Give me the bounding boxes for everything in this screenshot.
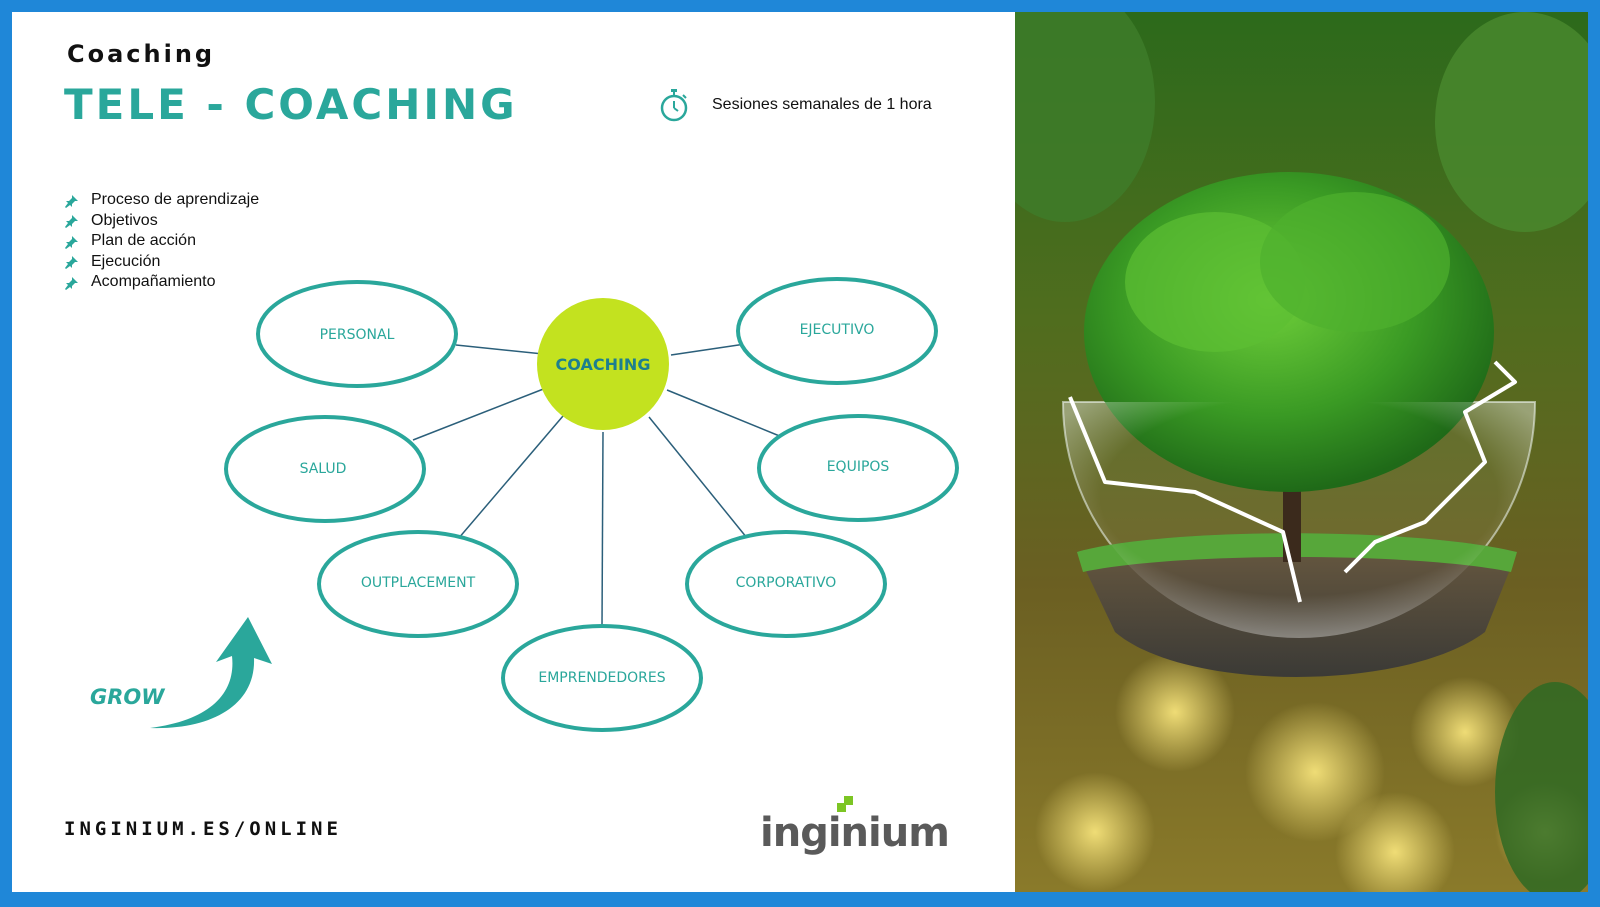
svg-text:EMPRENDEDORES: EMPRENDEDORES: [538, 670, 665, 686]
connector-corporativo: [649, 417, 747, 538]
center-node: COACHING: [537, 298, 669, 430]
svg-text:SALUD: SALUD: [300, 461, 347, 477]
grow-label: GROW: [90, 685, 165, 709]
content-panel: Coaching TELE - COACHING Sesiones semana…: [12, 12, 1015, 892]
node-outplacement: OUTPLACEMENT: [319, 532, 517, 636]
tree-photo: [1015, 12, 1588, 892]
footer-url: INGINIUM.ES/ONLINE: [64, 818, 342, 840]
svg-text:EQUIPOS: EQUIPOS: [827, 459, 890, 475]
node-equipos: EQUIPOS: [759, 416, 957, 520]
svg-text:COACHING: COACHING: [556, 355, 651, 374]
node-corporativo: CORPORATIVO: [687, 532, 885, 636]
node-ejecutivo: EJECUTIVO: [738, 279, 936, 383]
node-salud: SALUD: [226, 417, 424, 521]
connector-equipos: [667, 390, 782, 437]
svg-text:EJECUTIVO: EJECUTIVO: [800, 322, 875, 338]
svg-text:PERSONAL: PERSONAL: [320, 327, 395, 343]
curved-up-arrow-icon: [150, 617, 272, 728]
grow-graphic: GROW: [82, 612, 292, 742]
node-personal: PERSONAL: [258, 282, 456, 386]
svg-text:CORPORATIVO: CORPORATIVO: [736, 575, 837, 591]
node-emprendedores: EMPRENDEDORES: [503, 626, 701, 730]
tree-in-glass-sphere-icon: [1015, 12, 1588, 892]
slide: Coaching TELE - COACHING Sesiones semana…: [12, 12, 1588, 892]
connector-outplacement: [458, 416, 563, 539]
connector-emprendedores: [602, 432, 603, 626]
svg-text:OUTPLACEMENT: OUTPLACEMENT: [361, 575, 476, 591]
connector-salud: [413, 388, 546, 440]
logo-text: inginium: [760, 810, 949, 856]
